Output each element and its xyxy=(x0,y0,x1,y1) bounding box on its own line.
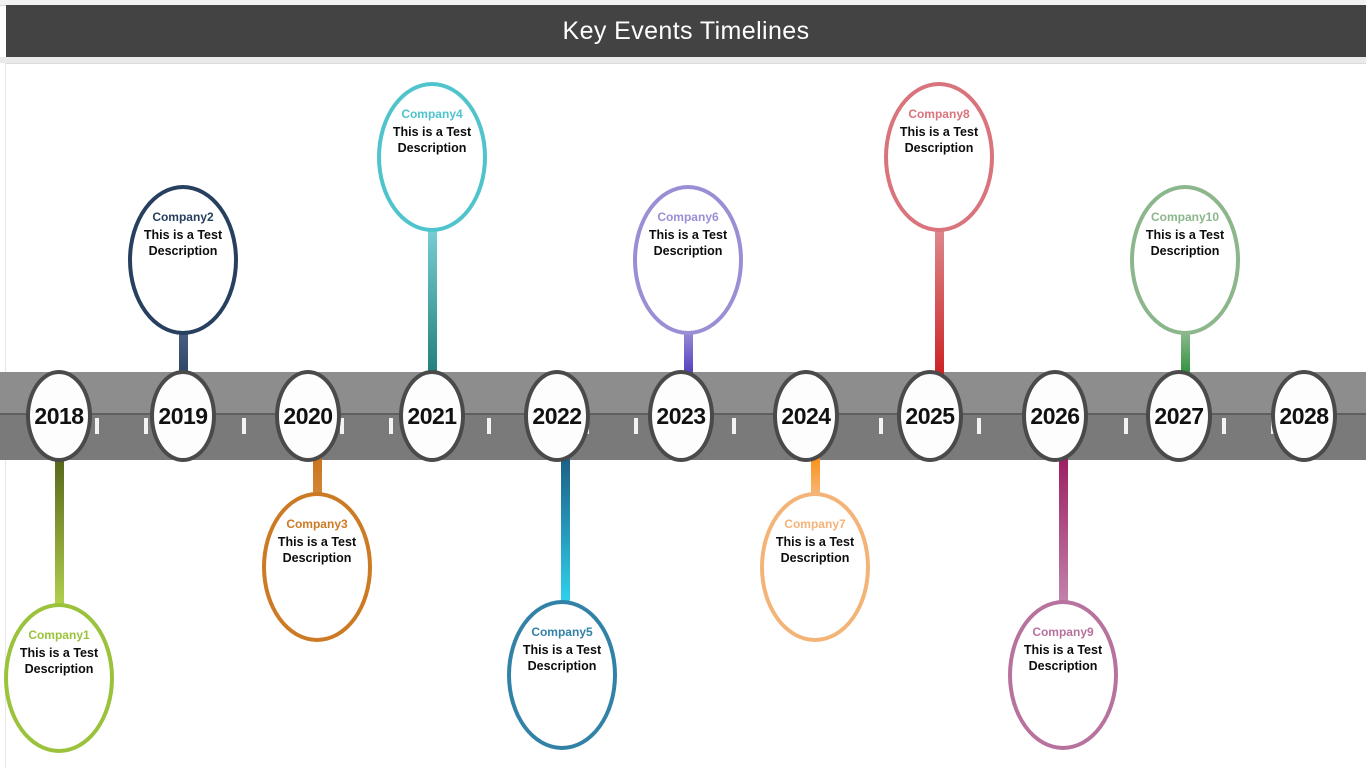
page-title: Key Events Timelines xyxy=(562,16,810,45)
year-label: 2018 xyxy=(34,402,84,429)
event-description: This is a Test Description xyxy=(1023,642,1103,673)
year-marker-2023[interactable]: 2023 xyxy=(648,370,714,462)
event-company-name: Company9 xyxy=(1032,625,1094,639)
event-company-name: Company1 xyxy=(28,628,90,642)
year-label: 2021 xyxy=(407,402,457,429)
year-label: 2020 xyxy=(283,402,333,429)
stem-company5 xyxy=(561,458,570,608)
year-label: 2019 xyxy=(158,402,208,429)
year-marker-2019[interactable]: 2019 xyxy=(150,370,216,462)
year-marker-2020[interactable]: 2020 xyxy=(275,370,341,462)
road-dash xyxy=(95,418,99,434)
road-dash xyxy=(242,418,246,434)
event-description: This is a Test Description xyxy=(19,645,99,676)
road-dash xyxy=(144,418,148,434)
road-dash xyxy=(487,418,491,434)
road-dash xyxy=(634,418,638,434)
event-company-name: Company3 xyxy=(286,517,348,531)
event-company-name: Company4 xyxy=(401,107,463,121)
stem-company10 xyxy=(1181,330,1190,382)
road-dash xyxy=(389,418,393,434)
year-marker-2028[interactable]: 2028 xyxy=(1271,370,1337,462)
road-dash xyxy=(340,418,344,434)
event-description: This is a Test Description xyxy=(899,124,979,155)
event-description: This is a Test Description xyxy=(648,227,728,258)
year-marker-2026[interactable]: 2026 xyxy=(1022,370,1088,462)
title-underline xyxy=(0,57,1366,64)
year-marker-2027[interactable]: 2027 xyxy=(1146,370,1212,462)
event-company-name: Company2 xyxy=(152,210,214,224)
year-marker-2025[interactable]: 2025 xyxy=(897,370,963,462)
stem-company4 xyxy=(428,228,437,380)
year-label: 2027 xyxy=(1154,402,1204,429)
event-description: This is a Test Description xyxy=(392,124,472,155)
year-label: 2022 xyxy=(532,402,582,429)
year-label: 2028 xyxy=(1279,402,1329,429)
event-company-name: Company10 xyxy=(1150,210,1220,224)
year-marker-2021[interactable]: 2021 xyxy=(399,370,465,462)
year-label: 2026 xyxy=(1030,402,1080,429)
road-dash xyxy=(732,418,736,434)
year-marker-2022[interactable]: 2022 xyxy=(524,370,590,462)
road-dash xyxy=(977,418,981,434)
stem-company8 xyxy=(935,228,944,380)
stem-company2 xyxy=(179,330,188,382)
event-description: This is a Test Description xyxy=(277,534,357,565)
event-company-name: Company5 xyxy=(531,625,593,639)
event-company-name: Company8 xyxy=(908,107,970,121)
stem-company1 xyxy=(55,458,64,608)
stem-company3 xyxy=(313,458,322,500)
event-description: This is a Test Description xyxy=(143,227,223,258)
event-description: This is a Test Description xyxy=(522,642,602,673)
event-company-name: Company6 xyxy=(657,210,719,224)
road-dash xyxy=(1222,418,1226,434)
road-dash xyxy=(1124,418,1128,434)
event-description: This is a Test Description xyxy=(775,534,855,565)
title-bar: Key Events Timelines xyxy=(6,5,1366,57)
event-company-name: Company7 xyxy=(784,517,846,531)
year-label: 2025 xyxy=(905,402,955,429)
stem-company9 xyxy=(1059,458,1068,608)
year-marker-2024[interactable]: 2024 xyxy=(773,370,839,462)
year-label: 2024 xyxy=(781,402,831,429)
year-label: 2023 xyxy=(656,402,706,429)
road-dash xyxy=(879,418,883,434)
stem-company7 xyxy=(811,458,820,500)
year-marker-2018[interactable]: 2018 xyxy=(26,370,92,462)
stem-company6 xyxy=(684,330,693,382)
event-description: This is a Test Description xyxy=(1145,227,1225,258)
